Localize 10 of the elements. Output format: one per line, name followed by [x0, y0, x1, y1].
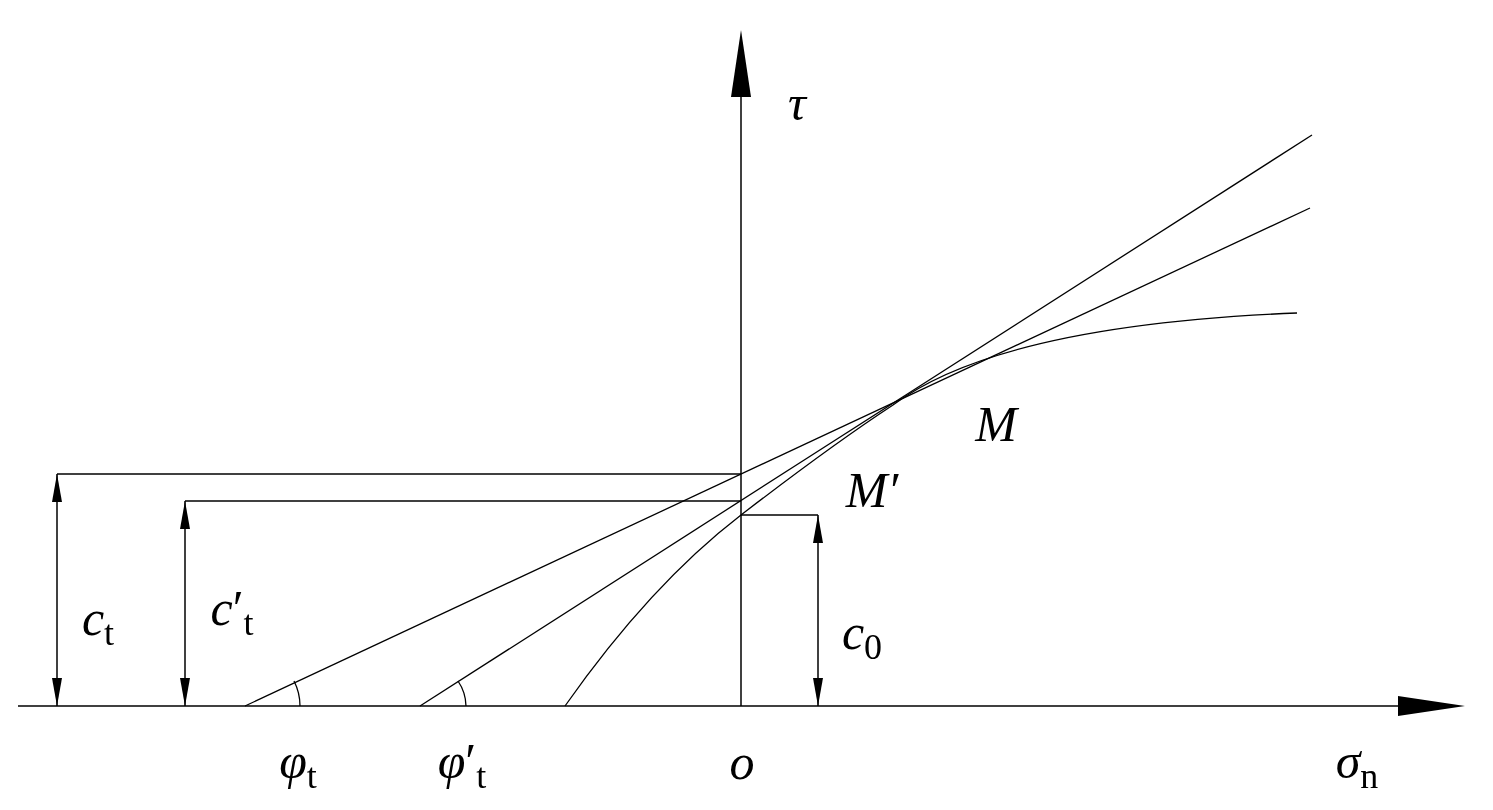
axis-label: τ — [788, 78, 806, 128]
angle-label: φ′$_{t}$ — [437, 735, 487, 795]
point-label: M′ — [845, 465, 899, 515]
angle-label: φ$_{t}$ — [279, 735, 317, 795]
axis-label: o — [729, 737, 755, 787]
dimension-label: c$_{0}$ — [841, 606, 883, 666]
point-label: M — [975, 399, 1017, 449]
dimension-label: c$_{t}$ — [81, 592, 115, 652]
axis-label: σ$_{n}$ — [1335, 735, 1379, 795]
dimension-label: c′$_{t}$ — [210, 582, 254, 642]
